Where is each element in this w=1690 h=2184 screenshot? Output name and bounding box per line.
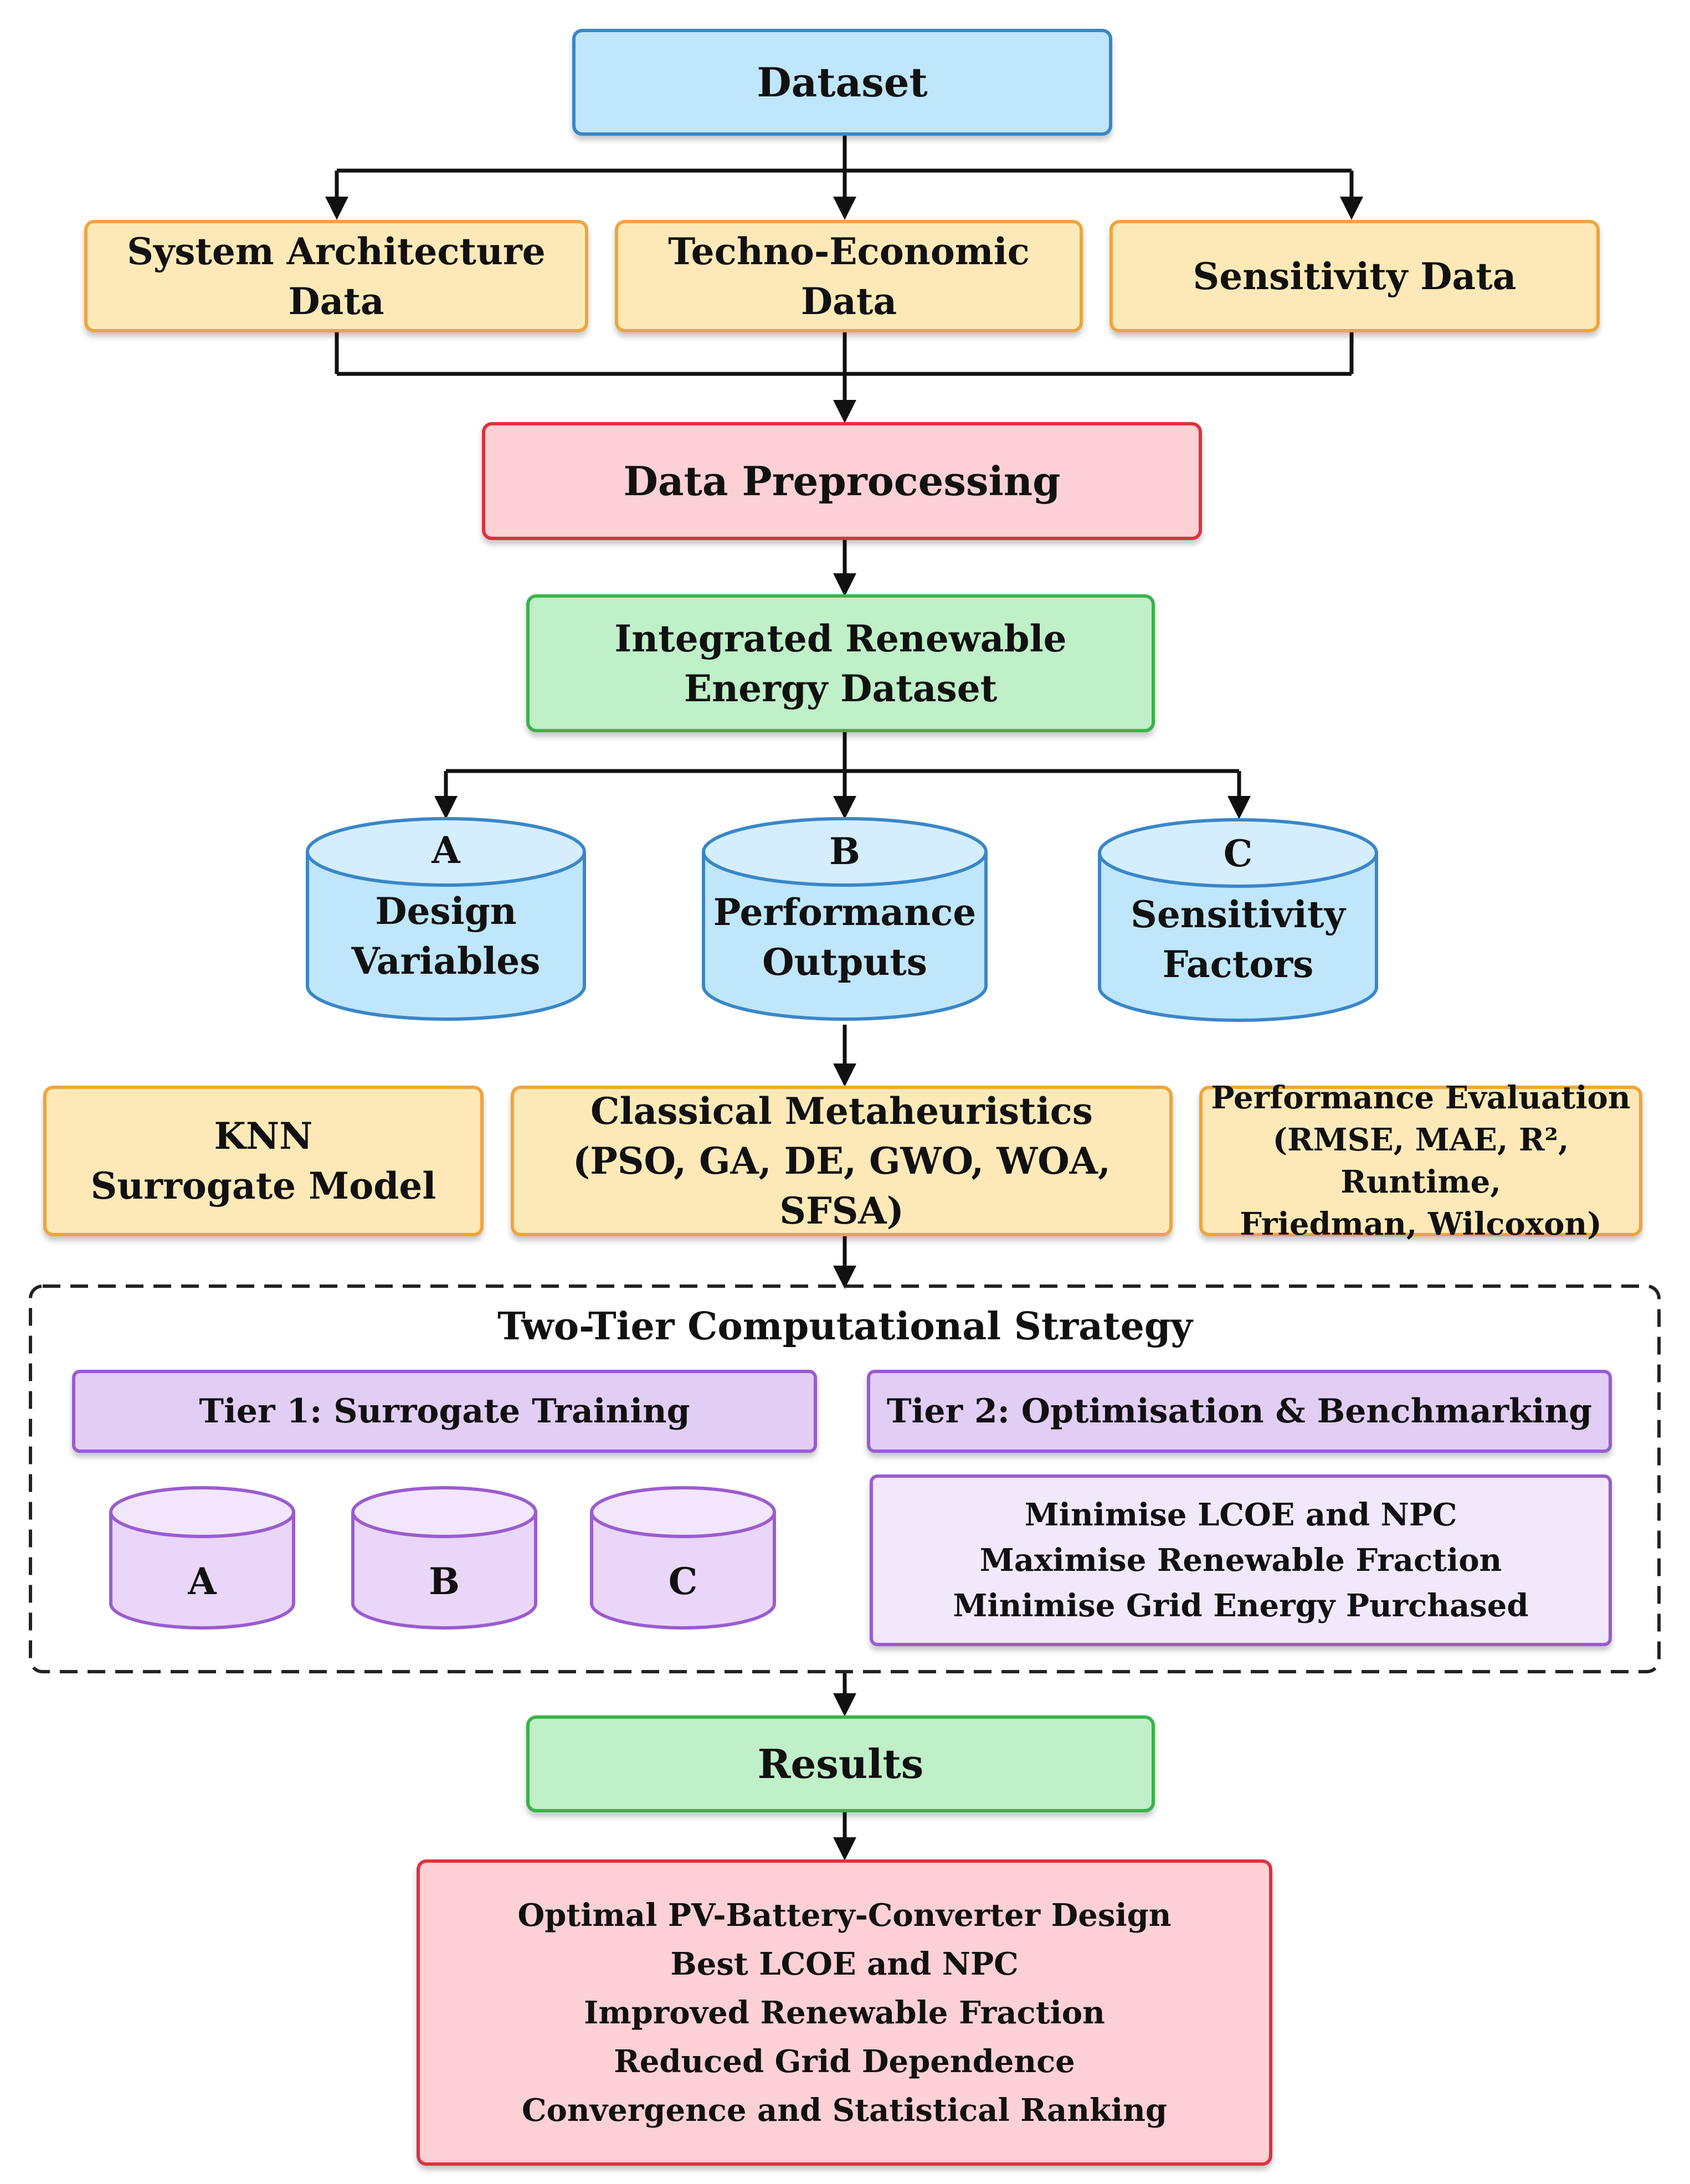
store-a-line-2: Variables — [351, 939, 541, 983]
store-a-line-1: Design — [375, 890, 517, 933]
cylinder-tier1-c — [590, 1486, 776, 1630]
outcomes-box: Optimal PV-Battery-Converter Design Best… — [417, 1859, 1272, 2166]
store-c-letter: C — [1223, 832, 1253, 875]
dataset-box: Dataset — [572, 29, 1112, 136]
objective-3: Minimise Grid Energy Purchased — [953, 1587, 1529, 1624]
tier1-header: Tier 1: Surrogate Training — [72, 1370, 817, 1453]
outcome-2: Best LCOE and NPC — [670, 1945, 1019, 1982]
strategy-title: Two-Tier Computational Strategy — [497, 1304, 1193, 1349]
store-b-line-2: Outputs — [762, 941, 927, 984]
objective-1: Minimise LCOE and NPC — [1024, 1497, 1457, 1533]
metaheuristics-line-2: (PSO, GA, DE, GWO, WOA, SFSA) — [573, 1139, 1111, 1232]
store-b-line-1: Performance — [713, 891, 977, 934]
tier2-label: Tier 2: Optimisation & Benchmarking — [886, 1392, 1593, 1431]
results-box: Results — [526, 1715, 1155, 1812]
classical-metaheuristics-box: Classical Metaheuristics (PSO, GA, DE, G… — [511, 1086, 1173, 1236]
store-b-letter: B — [829, 830, 860, 873]
system-architecture-data-label: System Architecture Data — [127, 229, 546, 323]
store-c-line-2: Factors — [1162, 943, 1314, 986]
tier1-cyl-a-letter: A — [188, 1560, 217, 1603]
store-b-label: B Performance Outputs — [703, 826, 986, 987]
evaluation-line-1: Performance Evaluation — [1211, 1080, 1631, 1116]
sensitivity-data-box: Sensitivity Data — [1109, 220, 1600, 332]
performance-evaluation-box: Performance Evaluation (RMSE, MAE, R², R… — [1199, 1080, 1642, 1242]
objective-2: Maximise Renewable Fraction — [979, 1542, 1502, 1579]
cylinder-tier1-b — [351, 1486, 537, 1630]
tier1-cyl-b-letter: B — [429, 1560, 460, 1603]
tier2-header: Tier 2: Optimisation & Benchmarking — [867, 1370, 1612, 1453]
results-label: Results — [757, 1740, 924, 1787]
tier2-objectives-box: Minimise LCOE and NPC Maximise Renewable… — [870, 1474, 1612, 1646]
store-a-label: A Design Variables — [307, 825, 584, 986]
tier1-label: Tier 1: Surrogate Training — [199, 1392, 690, 1431]
store-c-line-1: Sensitivity — [1131, 893, 1345, 936]
integrated-dataset-line-1: Integrated Renewable — [614, 616, 1067, 660]
techno-economic-data-label: Techno-Economic Data — [668, 229, 1030, 323]
outcome-1: Optimal PV-Battery-Converter Design — [517, 1897, 1172, 1934]
store-c-label: C Sensitivity Factors — [1100, 829, 1376, 989]
metaheuristics-line-1: Classical Metaheuristics — [590, 1090, 1093, 1133]
strategy-frame — [29, 1284, 1661, 1673]
techno-economic-data-box: Techno-Economic Data — [615, 220, 1083, 332]
system-architecture-data-box: System Architecture Data — [84, 220, 588, 332]
knn-line-2: Surrogate Model — [90, 1164, 436, 1207]
cylinder-tier1-a — [109, 1486, 295, 1630]
sensitivity-data-label: Sensitivity Data — [1193, 254, 1517, 298]
knn-line-1: KNN — [214, 1114, 313, 1158]
knn-surrogate-box: KNN Surrogate Model — [43, 1086, 484, 1236]
integrated-dataset-line-2: Energy Dataset — [684, 666, 998, 710]
cylinder-store-a — [306, 817, 586, 1021]
evaluation-line-2: (RMSE, MAE, R², Runtime, — [1272, 1122, 1569, 1200]
cylinder-store-b — [702, 817, 988, 1021]
cylinder-store-c — [1098, 818, 1378, 1022]
tier1-cyl-c-letter: C — [668, 1560, 698, 1603]
data-preprocessing-label: Data Preprocessing — [623, 457, 1061, 505]
data-preprocessing-box: Data Preprocessing — [482, 422, 1202, 540]
outcome-4: Reduced Grid Dependence — [614, 2043, 1075, 2080]
evaluation-line-3: Friedman, Wilcoxon) — [1240, 1206, 1602, 1242]
outcome-5: Convergence and Statistical Ranking — [521, 2091, 1167, 2129]
dataset-label: Dataset — [757, 58, 928, 106]
outcome-3: Improved Renewable Fraction — [584, 1994, 1105, 2031]
store-a-letter: A — [432, 829, 460, 872]
integrated-dataset-box: Integrated Renewable Energy Dataset — [526, 594, 1155, 732]
